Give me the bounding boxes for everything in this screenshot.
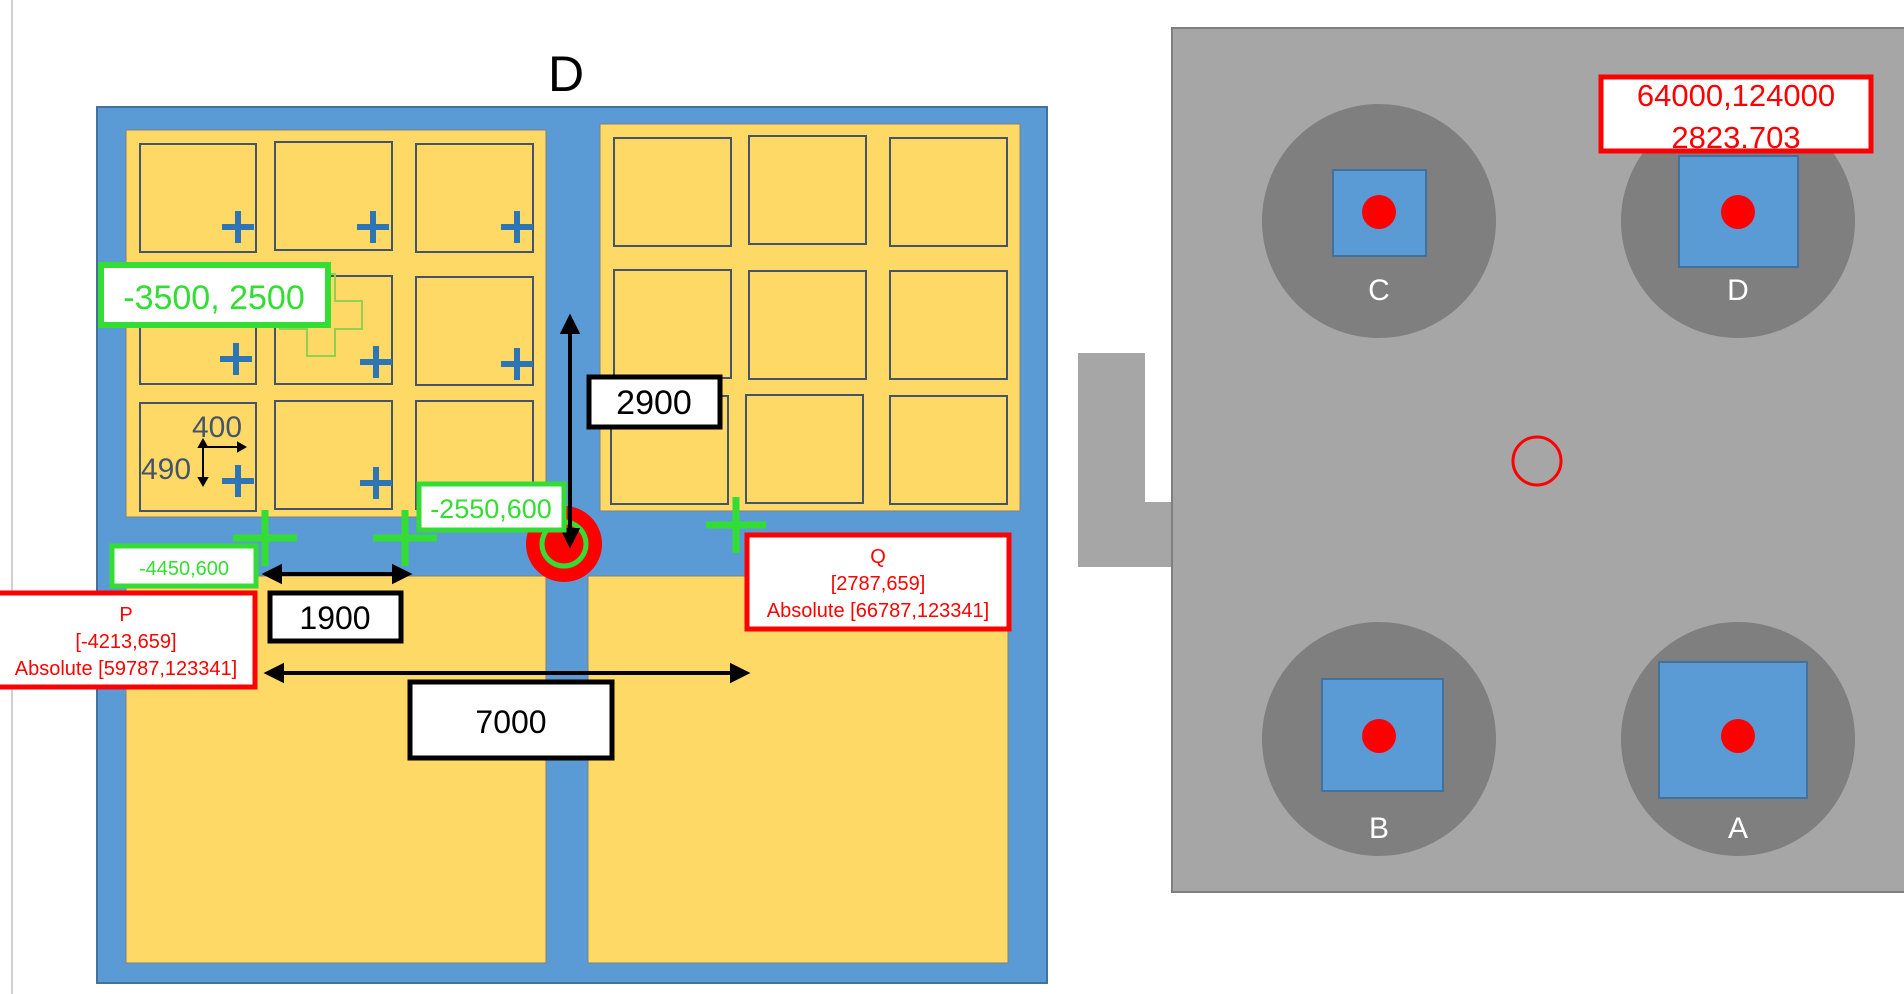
stage-plate-panel: C D B A 64000,124000 2823.703 <box>1078 27 1904 893</box>
green-low-callout-text: -4450,600 <box>139 558 229 580</box>
cell <box>748 270 867 380</box>
station-a-label: A <box>1728 812 1748 845</box>
dim-7000-label: 7000 <box>475 704 546 740</box>
coordinate-callout-line1: 64000,124000 <box>1637 78 1835 113</box>
plus-icon <box>357 211 389 243</box>
green-plus-icon <box>373 510 437 566</box>
cell <box>274 275 393 385</box>
point-p-callout <box>0 590 258 690</box>
center-target-circle <box>1511 435 1563 487</box>
dim-2900-arrow <box>559 313 581 549</box>
cell <box>139 402 257 512</box>
plus-icon <box>501 348 533 380</box>
green-mid-callout <box>416 481 567 533</box>
plus-icon <box>222 211 254 243</box>
plus-icon <box>360 346 392 378</box>
plus-icon <box>222 465 254 497</box>
green-low-callout <box>109 543 259 589</box>
point-p-absolute: Absolute [59787,123341] <box>15 658 237 680</box>
cell <box>748 135 867 245</box>
panel-title: D <box>548 46 584 102</box>
dim-490-label: 490 <box>141 453 191 486</box>
plate-side-tab <box>1078 353 1172 567</box>
green-plus-icon <box>233 510 297 566</box>
station-b-label: B <box>1369 812 1389 845</box>
point-q-coords: [2787,659] <box>831 573 926 595</box>
cell <box>889 137 1008 247</box>
coordinate-callout <box>1598 74 1874 154</box>
green-plus-markers <box>233 497 766 566</box>
dim-7000-arrow <box>263 662 751 684</box>
plus-icon <box>360 467 392 499</box>
station-a-dot <box>1721 719 1755 753</box>
dim-1900-box <box>267 590 404 644</box>
green-plus-icon <box>706 497 766 553</box>
cell <box>274 400 393 510</box>
dim-400-490-arrows <box>197 437 248 488</box>
cell <box>415 143 534 253</box>
point-p-name: P <box>119 604 132 626</box>
dim-2900-label: 2900 <box>616 384 692 422</box>
wafer-layout-panel: D <box>0 46 1048 984</box>
station-d-dot <box>1721 195 1755 229</box>
cell <box>415 276 534 386</box>
dim-2900-box <box>586 374 723 430</box>
green-mid-callout-text: -2550,600 <box>430 494 552 524</box>
cell <box>274 141 393 251</box>
point-q-callout <box>744 532 1012 632</box>
cell <box>613 137 732 247</box>
dim-7000-box <box>407 679 615 761</box>
green-top-callout-text: -3500, 2500 <box>123 279 305 317</box>
station-c-label: C <box>1368 274 1390 307</box>
dim-1900-arrow <box>261 563 413 585</box>
dim-1900-label: 1900 <box>299 600 370 636</box>
plus-icon <box>501 211 533 243</box>
cell <box>889 270 1008 380</box>
station-d-label: D <box>1727 274 1749 307</box>
coordinate-callout-line2: 2823.703 <box>1671 120 1800 155</box>
point-q-name: Q <box>870 546 886 568</box>
cell <box>745 394 864 504</box>
bottom-right-block <box>587 575 1009 964</box>
dim-400-label: 400 <box>192 411 242 444</box>
plus-icon <box>220 343 252 375</box>
point-p-coords: [-4213,659] <box>75 631 176 653</box>
cell <box>889 395 1008 505</box>
green-top-callout <box>98 262 331 328</box>
cell <box>139 143 257 253</box>
point-q-absolute: Absolute [66787,123341] <box>767 600 989 622</box>
station-c-dot <box>1362 195 1396 229</box>
top-right-block <box>599 123 1021 512</box>
station-b-dot <box>1362 719 1396 753</box>
blue-plus-markers <box>220 211 533 499</box>
